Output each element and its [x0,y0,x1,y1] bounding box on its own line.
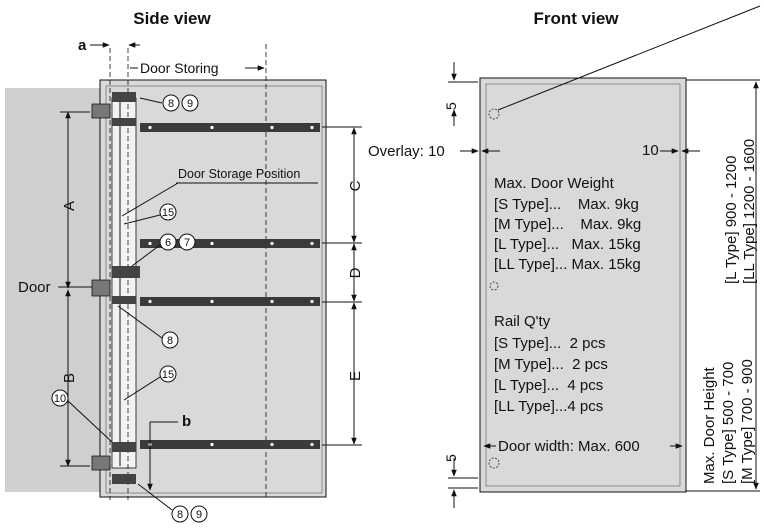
callout-8-9-top: 8 9 [139,94,199,112]
callout-8-mid: 8 [117,305,179,349]
height-title: Max. Door Height [701,366,718,484]
door-label: Door [18,279,51,296]
dim-A-label: A [61,201,78,211]
hinge-hole-bottom [488,457,500,469]
hinge-hole-top [488,108,500,120]
door-storing-label: Door Storing [140,60,219,76]
rail-title: Rail Q'ty [494,313,551,330]
callout-15-bottom: 15 [123,365,177,401]
front-door-panel [479,77,687,493]
rail-m: [M Type]... 2 pcs [494,356,608,373]
svg-text:8: 8 [167,335,173,347]
svg-text:10: 10 [54,393,66,405]
door-panel [5,88,102,492]
rail-2 [140,239,320,248]
storage-pos-leader [121,182,179,217]
svg-text:15: 15 [162,207,174,219]
door-stile [111,97,137,469]
svg-text:7: 7 [184,237,190,249]
rail-1 [140,123,320,132]
rail-ll: [LL Type]...4 pcs [494,398,603,415]
overlay-label: Overlay: 10 [368,143,445,160]
svg-text:15: 15 [162,369,174,381]
front-inner-line [485,83,681,487]
rail-3 [140,297,320,306]
hinge-bottom [91,442,136,484]
weight-m: [M Type]... Max. 9kg [494,216,641,233]
height-ll: [LL Type] 1200 - 1600 [741,139,758,284]
weight-ll: [LL Type]... Max. 15kg [494,256,641,273]
dim-C-label: C [347,180,364,191]
svg-text:8: 8 [177,509,183,521]
weight-s: [S Type]... Max. 9kg [494,196,639,213]
rail-s: [S Type]... 2 pcs [494,335,605,352]
door-width-label: Door width: Max. 600 [498,438,640,455]
label-a: a [78,37,87,54]
door-storage-position-label: Door Storage Position [178,167,300,181]
hinge-middle [91,266,140,304]
callout-15-top: 15 [123,203,177,225]
dim-5-top-label: 5 [443,102,459,110]
front-view-title: Front view [533,9,619,28]
height-l: [L Type] 900 - 1200 [723,156,740,284]
dim-E-label: E [347,371,364,381]
hinge-hole-middle [489,281,499,291]
dim-5-bottom-label: 5 [443,454,459,462]
cabinet-panel [99,79,327,498]
label-b: b [182,413,191,430]
dim-B-label: B [61,373,78,383]
svg-text:9: 9 [187,98,193,110]
dim-D-label: D [347,267,364,278]
dim-10-label: 10 [642,142,659,159]
callout-10: 10 [51,389,113,443]
callout-8-9-bottom: 8 9 [137,483,208,523]
hinge-top [91,92,136,126]
height-s: [S Type] 500 - 700 [720,362,737,484]
svg-text:6: 6 [165,237,171,249]
svg-text:9: 9 [196,509,202,521]
hole-leader-line [497,5,761,111]
weight-l: [L Type]... Max. 15kg [494,236,641,253]
callout-6-7: 6 7 [131,233,196,267]
rail-4 [140,440,320,449]
svg-text:8: 8 [168,98,174,110]
side-view-title: Side view [133,9,211,28]
rail-l: [L Type]... 4 pcs [494,377,603,394]
height-m: [M Type] 700 - 900 [739,359,756,484]
weight-title: Max. Door Weight [494,175,615,192]
